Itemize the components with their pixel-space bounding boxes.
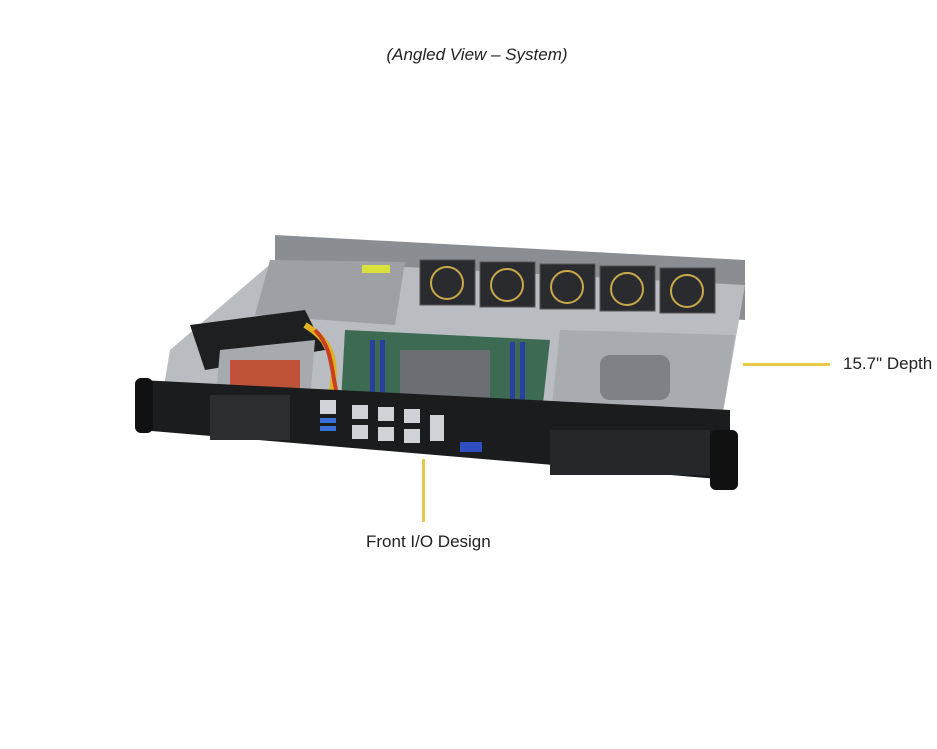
depth-leader-line: [743, 363, 830, 366]
depth-callout: 15.7" Depth: [843, 354, 933, 373]
front-io-leader-line: [422, 459, 425, 522]
figure-caption: (Angled View – System): [386, 45, 568, 64]
front-io-callout: Front I/O Design: [366, 532, 491, 551]
server-illustration: [135, 235, 745, 490]
